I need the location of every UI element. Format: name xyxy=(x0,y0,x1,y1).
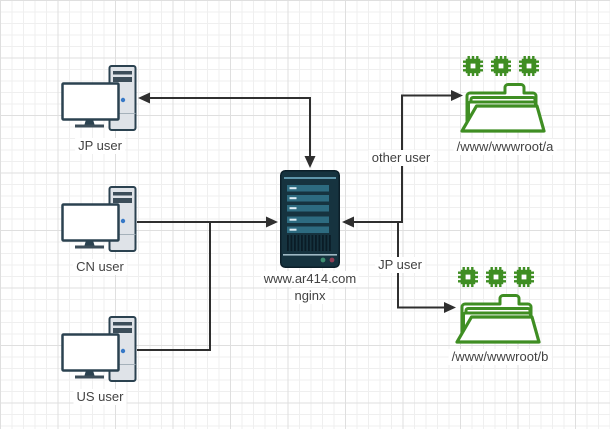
node-cn-user[interactable] xyxy=(61,185,137,253)
folder-b-label: /www/wwwroot/b xyxy=(448,349,552,365)
node-folder-b[interactable] xyxy=(450,263,542,345)
arrowhead xyxy=(342,216,354,228)
server-rack-icon xyxy=(280,170,340,268)
edge-label-jp-user[interactable]: JP user xyxy=(375,257,425,273)
server-title: www.ar414.com xyxy=(260,271,360,287)
edge-label-other-user[interactable]: other user xyxy=(368,150,434,166)
open-folder-with-chips-icon xyxy=(450,263,542,345)
arrowhead xyxy=(266,216,278,228)
jp-user-label: JP user xyxy=(75,138,125,154)
arrowhead xyxy=(444,302,456,313)
node-folder-a[interactable] xyxy=(455,52,547,134)
cn-user-label: CN user xyxy=(73,259,127,275)
desktop-computer-icon xyxy=(61,185,137,253)
edge-us-user-join[interactable] xyxy=(137,223,211,351)
arrowhead xyxy=(304,156,316,168)
server-subtitle: nginx xyxy=(291,288,329,304)
arrowhead xyxy=(138,92,150,104)
folder-a-label: /www/wwwroot/a xyxy=(453,139,557,155)
edge-cn-user-server[interactable] xyxy=(137,216,278,228)
desktop-computer-icon xyxy=(61,64,137,132)
edge-server-jp-user[interactable] xyxy=(138,92,316,169)
node-jp-user[interactable] xyxy=(61,64,137,132)
desktop-computer-icon xyxy=(61,315,137,383)
node-nginx-server[interactable] xyxy=(280,170,340,268)
arrowhead xyxy=(451,90,463,101)
edge-server-folder-b[interactable] xyxy=(397,222,456,313)
open-folder-with-chips-icon xyxy=(455,52,547,134)
node-us-user[interactable] xyxy=(61,315,137,383)
us-user-label: US user xyxy=(73,389,127,405)
